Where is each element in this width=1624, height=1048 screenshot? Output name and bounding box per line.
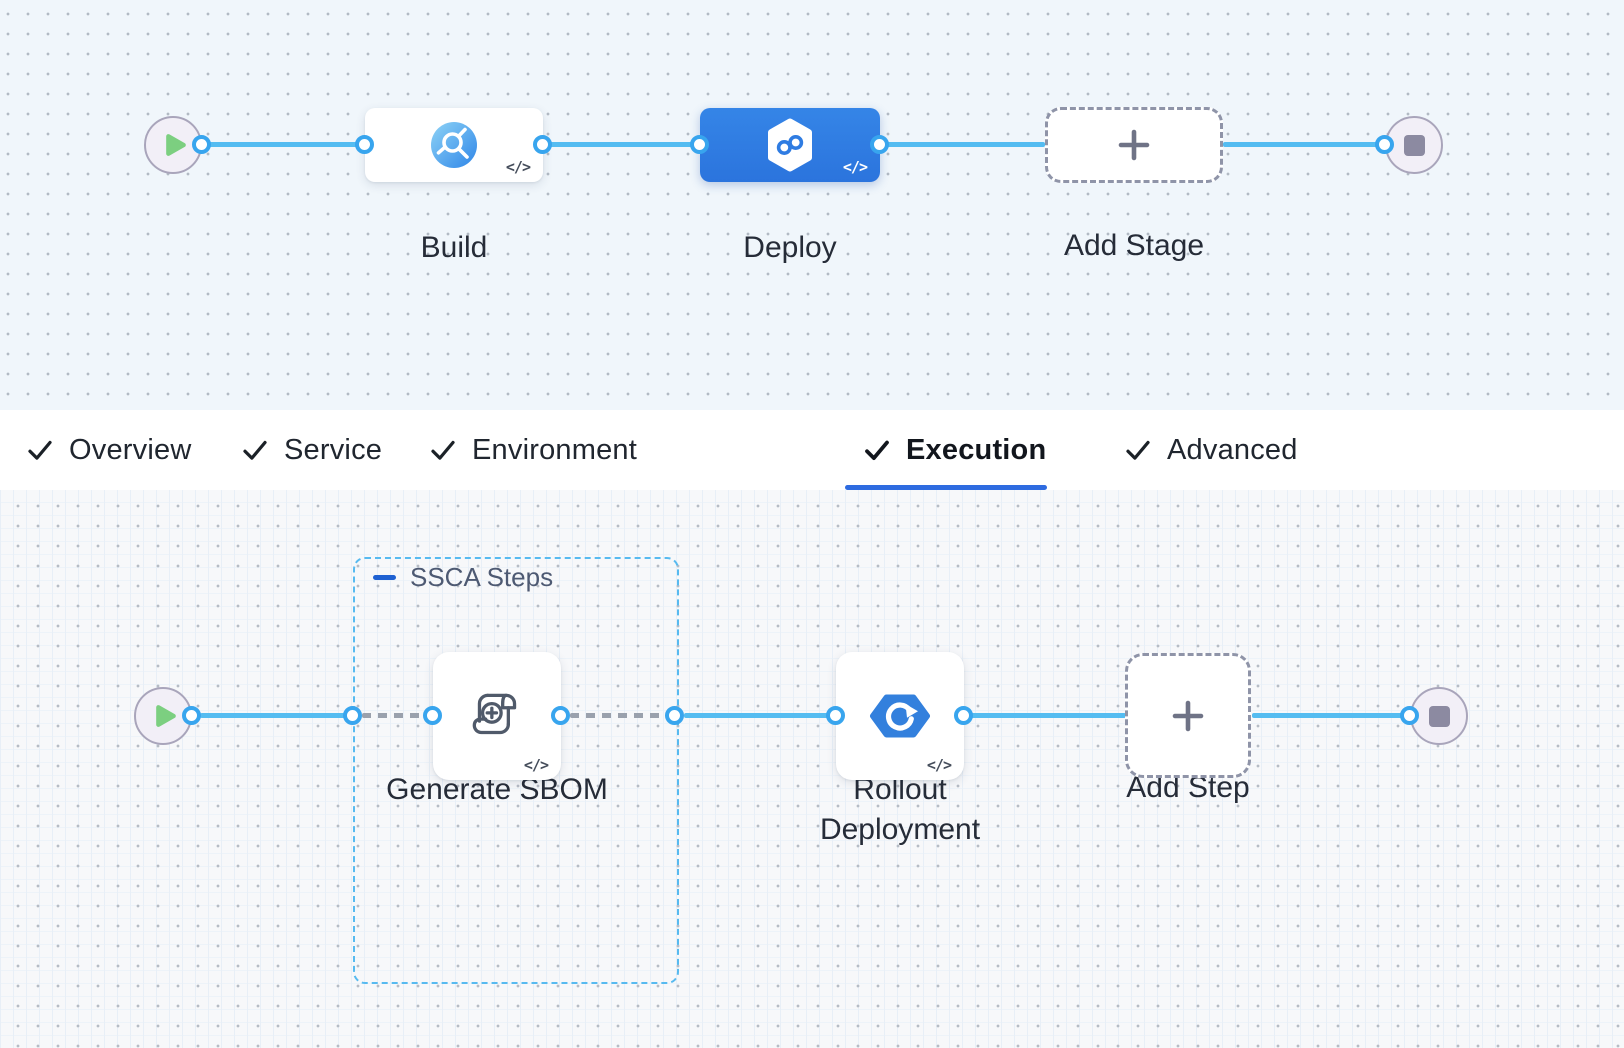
stage-config-tabbar: Overview Service Environment Execution A… — [0, 410, 1624, 491]
stage-canvas[interactable] — [0, 0, 1624, 410]
collapse-group-icon[interactable] — [373, 575, 396, 580]
edge-deploy-addstage — [880, 142, 1045, 147]
port-exec-start-out[interactable] — [182, 706, 201, 725]
check-icon — [862, 435, 892, 465]
execution-end-node[interactable] — [1410, 687, 1468, 745]
port-deploy-out[interactable] — [870, 135, 889, 154]
ci-build-icon — [429, 120, 479, 170]
port-rollout-in[interactable] — [826, 706, 845, 725]
plus-icon — [1169, 697, 1207, 735]
check-icon — [428, 435, 458, 465]
cd-deploy-icon — [763, 116, 817, 174]
add-stage-button[interactable] — [1045, 107, 1223, 183]
stage-node-deploy[interactable]: </> — [700, 108, 880, 182]
port-sbom-out[interactable] — [551, 706, 570, 725]
edge-start-group — [200, 713, 355, 718]
active-tab-indicator — [845, 485, 1047, 490]
port-group-in[interactable] — [343, 706, 362, 725]
step-label-rollout-deployment: Rollout Deployment — [819, 773, 981, 846]
port-build-in[interactable] — [355, 135, 374, 154]
port-exec-end-in[interactable] — [1400, 706, 1419, 725]
edge-rollout-addstep — [964, 713, 1126, 718]
port-deploy-in[interactable] — [690, 135, 709, 154]
tab-execution[interactable]: Execution — [862, 410, 1046, 490]
port-build-out[interactable] — [533, 135, 552, 154]
port-group-out[interactable] — [665, 706, 684, 725]
edge-start-build — [200, 142, 368, 147]
step-group-ssca[interactable]: SSCA Steps — [353, 557, 679, 984]
check-icon — [1123, 435, 1153, 465]
stage-label-deploy: Deploy — [743, 231, 837, 264]
tab-label: Execution — [906, 433, 1047, 466]
tab-label: Overview — [69, 433, 192, 466]
tab-overview[interactable]: Overview — [25, 410, 191, 490]
step-group-label: SSCA Steps — [410, 562, 554, 592]
edge-group-rollout — [684, 713, 837, 718]
port-end-in[interactable] — [1375, 135, 1394, 154]
tab-label: Environment — [472, 433, 637, 466]
code-view-badge[interactable]: </> — [926, 756, 952, 774]
play-icon — [155, 704, 177, 728]
edge-addstep-end — [1252, 713, 1412, 718]
tab-advanced[interactable]: Advanced — [1123, 410, 1298, 490]
tab-service[interactable]: Service — [240, 410, 382, 490]
edge-sbom-groupout — [570, 713, 676, 718]
add-step-button[interactable] — [1125, 653, 1251, 778]
step-node-generate-sbom[interactable]: </> — [433, 652, 561, 780]
code-view-badge[interactable]: </> — [505, 158, 531, 176]
pipeline-end-node[interactable] — [1385, 116, 1443, 174]
stage-label-build: Build — [420, 231, 488, 264]
port-start-out[interactable] — [192, 135, 211, 154]
edge-group-sbom — [362, 713, 434, 718]
edge-build-deploy — [543, 142, 700, 147]
check-icon — [240, 435, 270, 465]
add-stage-label: Add Stage — [1063, 229, 1205, 262]
play-icon — [165, 133, 187, 157]
plus-icon — [1115, 126, 1153, 164]
stop-icon — [1428, 705, 1450, 727]
rollout-icon — [869, 688, 931, 744]
tab-label: Service — [284, 433, 383, 466]
check-icon — [25, 435, 55, 465]
step-node-rollout-deployment[interactable]: </> — [836, 652, 964, 780]
code-view-badge[interactable]: </> — [523, 756, 549, 774]
tab-label: Advanced — [1167, 433, 1298, 466]
tab-environment[interactable]: Environment — [428, 410, 637, 490]
sbom-scroll-icon — [464, 683, 530, 749]
stop-icon — [1403, 134, 1425, 156]
execution-canvas[interactable] — [0, 490, 1624, 1048]
port-rollout-out[interactable] — [954, 706, 973, 725]
stage-node-build[interactable]: </> — [365, 108, 543, 182]
code-view-badge[interactable]: </> — [842, 158, 868, 176]
port-sbom-in[interactable] — [423, 706, 442, 725]
edge-addstage-end — [1223, 142, 1385, 147]
